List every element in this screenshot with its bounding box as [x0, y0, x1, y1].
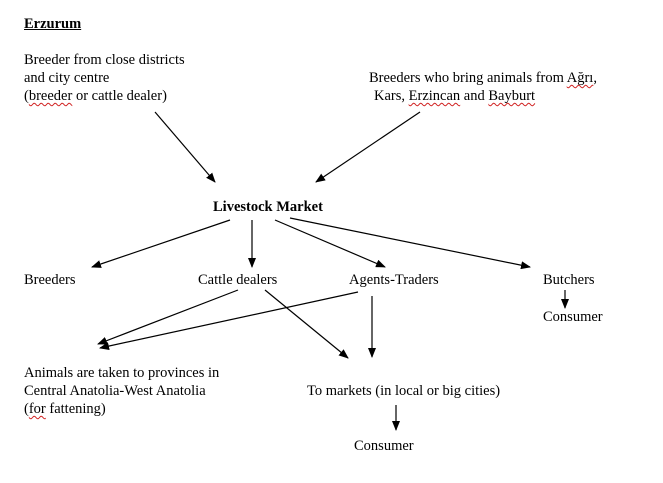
left-source-line2: and city centre	[24, 70, 110, 86]
left-source-line3-rest: or cattle dealer)	[72, 88, 167, 104]
provinces-line1: Animals are taken to provinces in	[24, 365, 220, 381]
right-source-line2-word1: Erzincan	[408, 88, 461, 104]
provinces-line3-rest: fattening)	[45, 401, 106, 417]
right-source-line2-word2: Bayburt	[488, 88, 536, 104]
provinces-line3-word: for	[28, 401, 46, 417]
breeders-node: Breeders	[24, 272, 76, 288]
arrow-market-to-agents-traders	[274, 219, 386, 268]
arrow-market-to-breeders	[91, 219, 231, 268]
right-source-line1: Breeders who bring animals from Ağrı,	[369, 69, 597, 87]
consumer-butchers-node: Consumer	[543, 309, 603, 325]
left-source-line3: (breeder or cattle dealer)	[24, 87, 167, 105]
markets-node: To markets (in local or big cities)	[307, 383, 501, 399]
right-source-line2: Kars, Erzincan and Bayburt	[374, 87, 535, 105]
arrow-left-source-to-market	[154, 111, 216, 183]
right-source-line2-mid: and	[460, 88, 489, 104]
right-source-line1-pre: Breeders who bring animals from	[369, 70, 567, 86]
arrow-market-to-butchers	[289, 217, 531, 270]
left-source-line3-word: breeder	[28, 88, 73, 104]
arrow-agents-traders-to-provinces	[99, 291, 359, 350]
arrow-cattle-dealers-to-markets	[264, 289, 349, 359]
livestock-market-node: Livestock Market	[213, 199, 323, 215]
right-source-line1-word: Ağrı	[566, 70, 594, 86]
arrow-cattle-dealers-to-provinces	[97, 289, 239, 345]
left-source-line3-open: (	[24, 88, 29, 104]
provinces-line3-open: (	[24, 401, 29, 417]
diagram-title: Erzurum	[24, 16, 82, 32]
butchers-node: Butchers	[543, 272, 595, 288]
right-source-line1-post: ,	[593, 70, 597, 86]
cattle-dealers-node: Cattle dealers	[198, 272, 278, 288]
provinces-line2: Central Anatolia-West Anatolia	[24, 383, 206, 399]
right-source-line2-pre: Kars,	[374, 88, 409, 104]
agents-traders-node: Agents-Traders	[349, 272, 439, 288]
provinces-line3: (for fattening)	[24, 400, 106, 418]
consumer-markets-node: Consumer	[354, 438, 414, 454]
arrow-right-source-to-market	[315, 111, 421, 183]
left-source-line1: Breeder from close districts	[24, 52, 185, 68]
